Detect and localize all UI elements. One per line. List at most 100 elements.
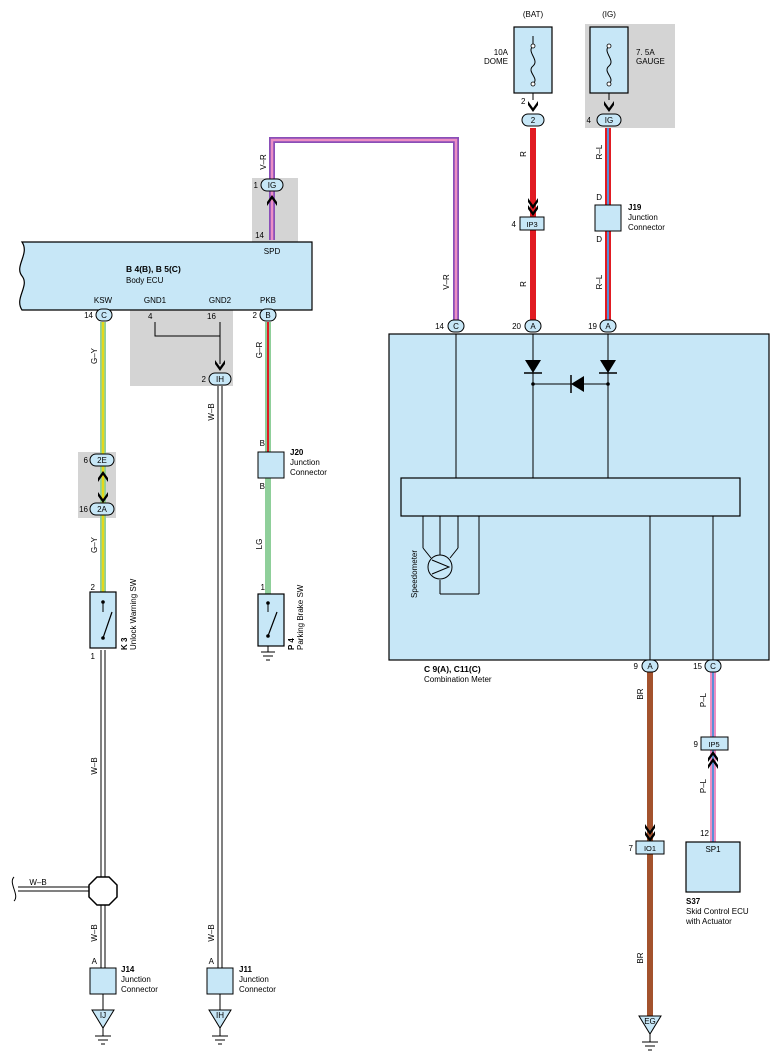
skid-control-ecu (685, 841, 741, 893)
body-ecu-name: Body ECU (126, 276, 164, 285)
pin-label: A (92, 957, 98, 966)
meter-ic (400, 477, 741, 517)
connector-io1-text: IO1 (644, 844, 656, 853)
j20-line1: Junction (290, 458, 320, 467)
j14-line2: Connector (121, 985, 158, 994)
pin-label: A (209, 957, 215, 966)
diode-19 (600, 360, 616, 373)
wire-label: LG (255, 539, 264, 550)
connector-meter-c15-text: C (710, 662, 716, 671)
pin-label: B (260, 439, 265, 448)
wire-label: G–Y (90, 536, 99, 553)
fuse-gauge (589, 26, 629, 100)
connector-meter-c-text: C (453, 322, 459, 331)
connector-ip3-text: IP3 (526, 220, 537, 229)
ecu-pin-spd: SPD (264, 247, 281, 256)
pin-label: 4 (512, 220, 517, 229)
speedometer-label: Speedometer (410, 550, 419, 598)
connector-c-ecu-text: C (101, 311, 107, 320)
wire-label: G–R (255, 342, 264, 359)
pin-label: 19 (588, 322, 597, 331)
fuse-gauge-name: GAUGE (636, 57, 665, 66)
pin-label: 14 (84, 311, 93, 320)
p4-id: P 4 (287, 638, 296, 650)
s37-line2: with Actuator (685, 917, 732, 926)
j19-line2: Connector (628, 223, 665, 232)
wire-label: P–L (699, 778, 708, 793)
wire-label: V–R (442, 274, 451, 290)
junction-connector-j19 (594, 204, 622, 232)
pin-label: 1 (261, 583, 266, 592)
wire-label: P–L (699, 692, 708, 707)
p4-name: Parking Brake SW (296, 584, 305, 650)
wire-label: G–Y (90, 347, 99, 364)
ground-ih-label: IH (216, 1011, 224, 1020)
body-ecu (19, 241, 313, 311)
wire-label: R–L (595, 144, 604, 159)
plug-arrow-ip3 (528, 198, 538, 216)
ecu-pin-ksw: KSW (94, 296, 113, 305)
pin-label: 14 (255, 231, 264, 240)
wire-v-r (269, 137, 459, 322)
k3-name: Unlock Warning SW (129, 578, 138, 650)
sp1-label: SP1 (705, 845, 721, 854)
wire-label: V–R (259, 154, 268, 170)
pin-label: 6 (84, 456, 89, 465)
pin-label: 1 (91, 652, 96, 661)
j20-line2: Connector (290, 468, 327, 477)
pin-label: 4 (587, 116, 592, 125)
pin-label: B (260, 482, 265, 491)
pin-label: 2 (253, 311, 258, 320)
pin-label: 2 (521, 97, 526, 106)
wire-break-mark (11, 876, 17, 902)
unlock-warning-switch (89, 591, 117, 649)
pin-label: D (596, 235, 602, 244)
fuse-gauge-amp: 7. 5A (636, 48, 655, 57)
combination-meter (388, 333, 770, 661)
connector-2a-text: 2A (97, 505, 107, 514)
ig-label: (IG) (602, 10, 616, 19)
wire-label: BR (636, 952, 645, 963)
s37-line1: Skid Control ECU (686, 907, 749, 916)
plug-arrow-2e-2a (98, 471, 108, 503)
connector-ig-ecu-text: IG (268, 181, 276, 190)
j20-id: J20 (290, 448, 304, 457)
connector-oval (89, 113, 722, 673)
wire-label: R–L (595, 274, 604, 289)
fuse-dome-amp: 10A (494, 48, 509, 57)
j19-id: J19 (628, 203, 642, 212)
junction-connector-j20 (257, 451, 285, 479)
j14-line1: Junction (121, 975, 151, 984)
splice-point (88, 876, 118, 906)
pin-label: 16 (207, 312, 216, 321)
connector-2-text: 2 (531, 116, 536, 125)
ground-ij-label: IJ (100, 1011, 106, 1020)
pin-label: 4 (148, 312, 153, 321)
pin-label: D (596, 193, 602, 202)
connector-meter-a20-text: A (530, 322, 536, 331)
junction-connector-j11 (206, 967, 234, 995)
pin-label: 1 (254, 181, 259, 190)
pin-label: 7 (629, 844, 634, 853)
ecu-pin-gnd2: GND2 (209, 296, 232, 305)
pin-label: 16 (79, 505, 88, 514)
junction-connector-j14 (89, 967, 117, 995)
k3-id: K 3 (120, 637, 129, 650)
j11-line1: Junction (239, 975, 269, 984)
plug-arrow-ig (604, 101, 614, 112)
wire-label: R (519, 281, 528, 287)
combination-meter-name: Combination Meter (424, 675, 492, 684)
ecu-pin-pkb: PKB (260, 296, 276, 305)
parking-brake-switch (257, 593, 285, 661)
ground-eg-label: EG (644, 1017, 656, 1026)
wire-label: W–B (90, 757, 99, 774)
wire-label: BR (636, 688, 645, 699)
connector-ip3 (519, 216, 545, 231)
diode-middle (571, 376, 584, 392)
pin-label: 9 (634, 662, 639, 671)
plug-arrow-bat (528, 101, 538, 112)
pin-label: 14 (435, 322, 444, 331)
connector-meter-a9-text: A (647, 662, 653, 671)
combination-meter-id: C 9(A), C11(C) (424, 664, 481, 674)
